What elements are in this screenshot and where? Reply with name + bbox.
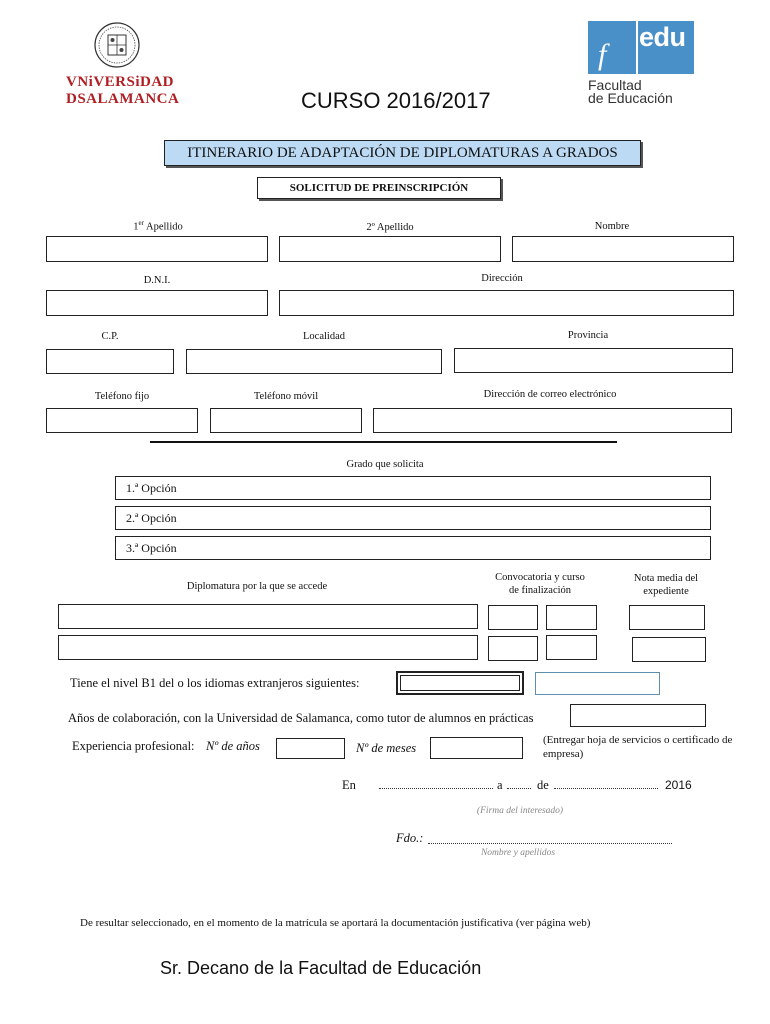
idioma-field-1[interactable] — [396, 671, 524, 695]
dni-label: D.N.I. — [143, 275, 171, 286]
convocatoria-field-1b[interactable] — [546, 605, 597, 630]
direccion-label: Dirección — [481, 273, 523, 284]
form-title-banner: ITINERARIO DE ADAPTACIÓN DE DIPLOMATURAS… — [164, 140, 641, 166]
university-name-line1: VNiVERSiDAD — [66, 74, 175, 90]
year-text: 2016 — [665, 778, 692, 792]
de-label: de — [537, 778, 549, 792]
grado-option-2-field[interactable]: 2.ª Opción — [115, 506, 711, 530]
apellido1-field[interactable] — [46, 236, 268, 262]
fdo-label: Fdo.: — [396, 831, 424, 845]
colaboracion-label: Años de colaboración, con la Universidad… — [68, 711, 534, 725]
footer-note: De resultar seleccionado, en el momento … — [80, 917, 591, 929]
nota-field-1[interactable] — [629, 605, 705, 630]
telefono-fijo-field[interactable] — [46, 408, 198, 433]
day-field[interactable] — [507, 788, 531, 789]
dni-field[interactable] — [46, 290, 268, 316]
faculty-logo — [588, 21, 694, 74]
month-field[interactable] — [554, 788, 658, 789]
a-label: a — [497, 778, 503, 792]
meses-field[interactable] — [430, 737, 523, 759]
localidad-label: Localidad — [303, 331, 345, 342]
anos-label: Nº de años — [206, 739, 260, 753]
nota-label-2: expediente — [643, 586, 689, 597]
university-name-line2: DSALAMANCA — [66, 91, 180, 107]
nombre-apellidos-label: Nombre y apellidos — [480, 848, 556, 858]
apellido2-label: 2º Apellido — [366, 222, 414, 233]
convocatoria-field-2a[interactable] — [488, 636, 538, 661]
localidad-field[interactable] — [186, 349, 442, 374]
faculty-logo-f-icon: f — [598, 38, 607, 71]
experiencia-label: Experiencia profesional: — [72, 739, 195, 753]
nombre-label: Nombre — [594, 221, 630, 232]
meses-label: Nº de meses — [356, 741, 417, 755]
telefono-movil-field[interactable] — [210, 408, 362, 433]
faculty-name-line1: Facultad — [588, 77, 642, 93]
cp-field[interactable] — [46, 349, 174, 374]
diplomatura-field-2[interactable] — [58, 635, 478, 660]
addressee: Sr. Decano de la Facultad de Educación — [160, 958, 482, 978]
university-seal — [94, 22, 140, 68]
diplomatura-field-1[interactable] — [58, 604, 478, 629]
nota-field-2[interactable] — [632, 637, 706, 662]
faculty-name-line2: de Educación — [588, 90, 673, 106]
cp-label: C.P. — [101, 331, 119, 342]
diplomatura-label: Diplomatura por la que se accede — [186, 581, 328, 592]
convocatoria-label-1: Convocatoria y curso — [495, 572, 585, 583]
email-field[interactable] — [373, 408, 732, 433]
grado-option-1-field[interactable]: 1.ª Opción — [115, 476, 711, 500]
grado-option-3-field[interactable]: 3.ª Opción — [115, 536, 711, 560]
convocatoria-field-1a[interactable] — [488, 605, 538, 630]
provincia-field[interactable] — [454, 348, 733, 373]
nombre-field[interactable] — [512, 236, 734, 262]
section-divider — [150, 441, 617, 443]
email-label: Dirección de correo electrónico — [483, 389, 617, 400]
form-subtitle-banner: SOLICITUD DE PREINSCRIPCIÓN — [257, 177, 501, 199]
faculty-logo-text: edu — [639, 22, 686, 52]
anos-field[interactable] — [276, 738, 345, 759]
apellido2-field[interactable] — [279, 236, 501, 262]
fdo-field[interactable] — [428, 843, 672, 844]
telefono-fijo-label: Teléfono fijo — [94, 391, 150, 402]
colaboracion-field[interactable] — [570, 704, 706, 727]
nota-label-1: Nota media del — [633, 573, 699, 584]
place-field[interactable] — [379, 788, 493, 789]
en-label: En — [342, 778, 356, 792]
apellido1-label: 1er Apellido — [133, 219, 183, 233]
entregar-note: (Entregar hoja de servicios o certificad… — [543, 734, 733, 760]
convocatoria-label-2: de finalización — [508, 585, 572, 596]
direccion-field[interactable] — [279, 290, 734, 316]
firma-label: (Firma del interesado) — [476, 806, 564, 816]
provincia-label: Provincia — [567, 330, 609, 341]
telefono-movil-label: Teléfono móvil — [253, 391, 319, 402]
faculty-logo-divider — [636, 21, 638, 74]
grado-label: Grado que solicita — [346, 459, 424, 470]
convocatoria-field-2b[interactable] — [546, 635, 597, 660]
idiomas-label: Tiene el nivel B1 del o los idiomas extr… — [70, 676, 360, 690]
idioma-field-2[interactable] — [535, 672, 660, 695]
course-title: CURSO 2016/2017 — [301, 88, 491, 113]
